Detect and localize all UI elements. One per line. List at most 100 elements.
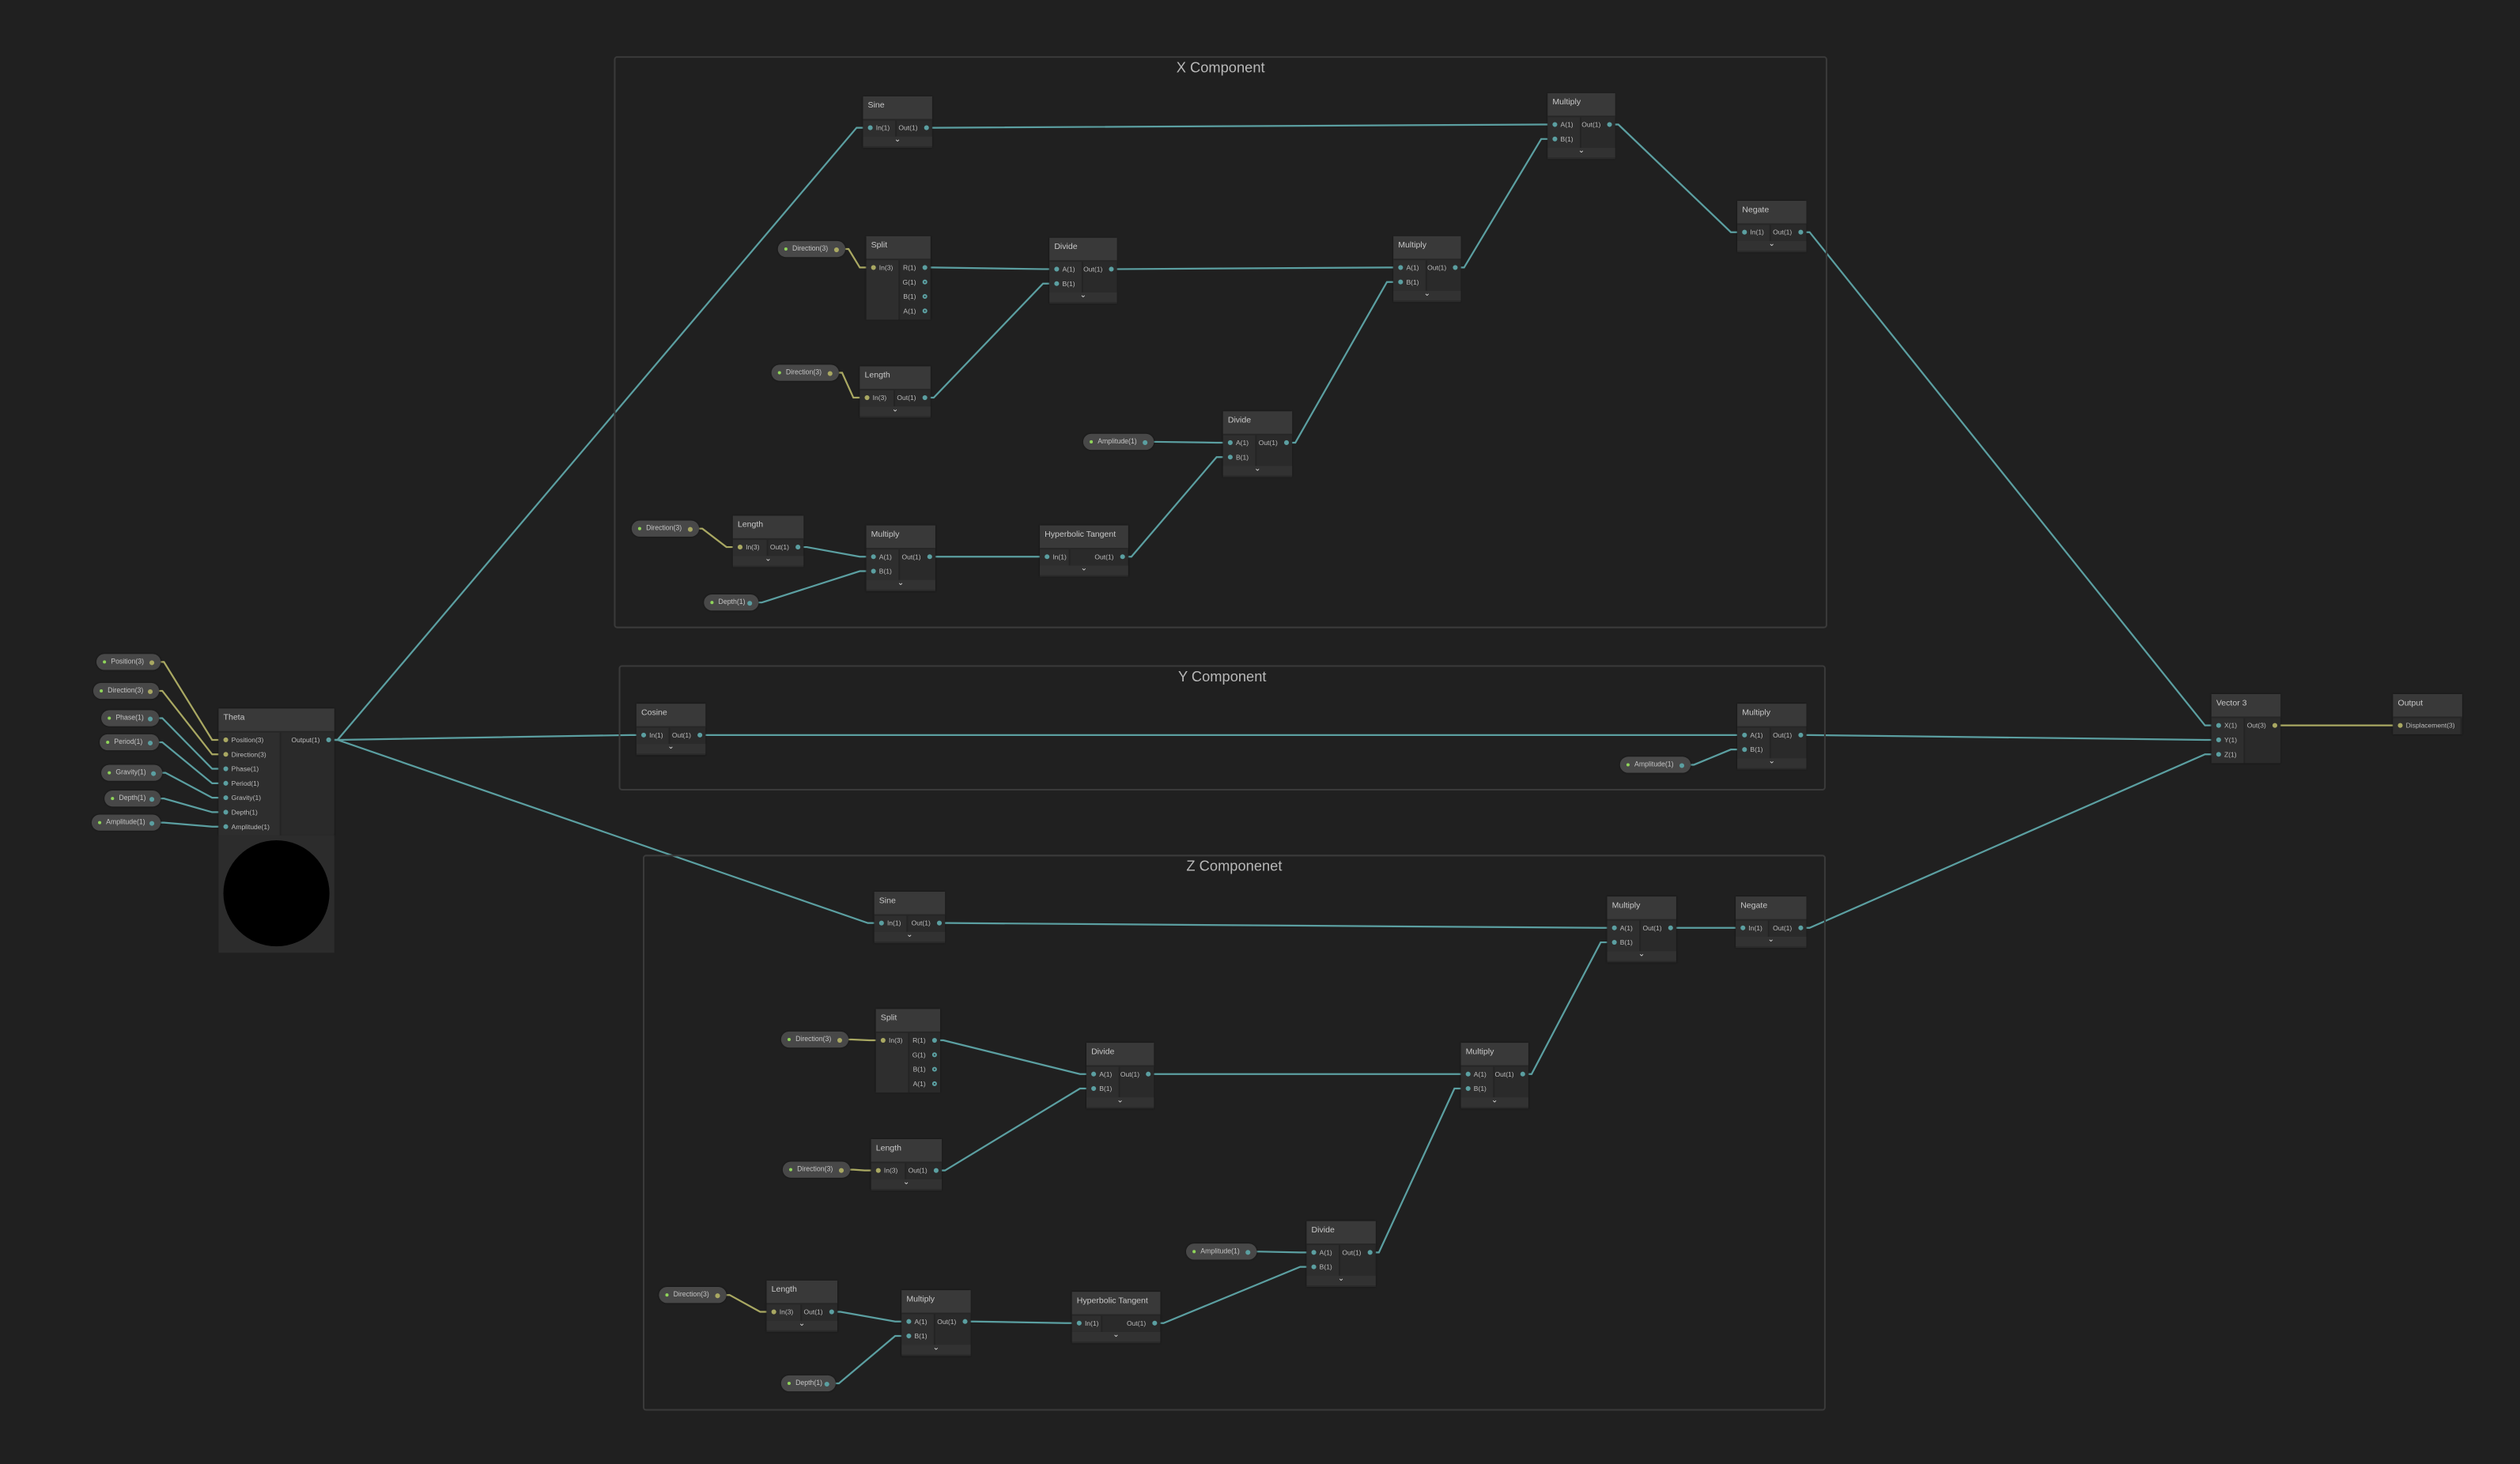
input-port-1[interactable] — [1397, 279, 1403, 285]
property-amplitude[interactable]: Amplitude(1) — [1082, 433, 1154, 451]
output-port-0[interactable] — [931, 1037, 936, 1043]
input-port-0[interactable] — [875, 1168, 880, 1173]
output-port-0[interactable] — [921, 394, 927, 401]
input-port-1[interactable] — [1741, 747, 1747, 753]
output-port[interactable] — [715, 1292, 720, 1298]
wire[interactable] — [1800, 231, 2218, 726]
output-port[interactable] — [147, 739, 153, 745]
input-port-0[interactable] — [1551, 122, 1557, 127]
property-direction[interactable]: Direction(3) — [659, 1287, 727, 1304]
input-port-0[interactable] — [1075, 1320, 1081, 1326]
output-port[interactable] — [1679, 762, 1685, 768]
collapse-chevron-icon[interactable]: ⌄ — [1737, 240, 1807, 251]
collapse-chevron-icon[interactable]: ⌄ — [1086, 1096, 1154, 1107]
input-port-0[interactable] — [1226, 440, 1232, 446]
input-port-0[interactable] — [736, 545, 742, 550]
wire[interactable] — [1800, 753, 2218, 929]
input-port-1[interactable] — [1053, 281, 1059, 286]
output-port-2[interactable] — [921, 293, 927, 300]
output-port-0[interactable] — [1606, 122, 1611, 127]
input-port-1[interactable] — [1464, 1085, 1470, 1092]
wire[interactable] — [153, 741, 225, 784]
wire[interactable] — [154, 798, 225, 813]
output-port-3[interactable] — [921, 308, 927, 314]
property-amplitude[interactable]: Amplitude(1) — [91, 814, 161, 831]
output-port[interactable] — [687, 526, 693, 531]
output-port-0[interactable] — [923, 125, 928, 130]
collapse-chevron-icon[interactable]: ⌄ — [1393, 290, 1461, 301]
collapse-chevron-icon[interactable]: ⌄ — [871, 1179, 943, 1190]
output-port-0[interactable] — [926, 554, 931, 560]
output-port-0[interactable] — [1519, 1071, 1524, 1077]
input-port-0[interactable] — [2397, 723, 2402, 728]
collapse-chevron-icon[interactable]: ⌄ — [1049, 292, 1117, 303]
output-port[interactable] — [149, 659, 155, 665]
input-port-0[interactable] — [1740, 925, 1745, 930]
collapse-chevron-icon[interactable]: ⌄ — [1306, 1275, 1376, 1285]
input-port-1[interactable] — [905, 1333, 911, 1339]
input-port-5[interactable] — [222, 809, 228, 815]
property-direction[interactable]: Direction(3) — [777, 240, 846, 258]
input-port-0[interactable] — [1611, 925, 1616, 930]
wire[interactable] — [156, 772, 225, 799]
output-port-1[interactable] — [921, 279, 927, 285]
input-port-0[interactable] — [1044, 554, 1049, 560]
output-port-0[interactable] — [1145, 1071, 1150, 1077]
input-port-0[interactable] — [863, 394, 869, 401]
input-port-0[interactable] — [870, 265, 875, 270]
input-port-1[interactable] — [2215, 737, 2220, 743]
output-port[interactable] — [1245, 1249, 1251, 1255]
output-port[interactable] — [827, 370, 833, 375]
input-port-4[interactable] — [222, 795, 228, 801]
collapse-chevron-icon[interactable]: ⌄ — [860, 406, 931, 417]
property-depth[interactable]: Depth(1) — [104, 790, 161, 807]
wire[interactable] — [154, 661, 225, 741]
output-port-0[interactable] — [1797, 229, 1803, 235]
input-port-0[interactable] — [867, 125, 872, 130]
output-port[interactable] — [838, 1167, 844, 1172]
collapse-chevron-icon[interactable]: ⌄ — [732, 555, 804, 566]
input-port-0[interactable] — [770, 1309, 776, 1315]
input-port-0[interactable] — [222, 737, 228, 743]
collapse-chevron-icon[interactable]: ⌄ — [1460, 1096, 1528, 1107]
output-port-0[interactable] — [1797, 925, 1803, 930]
input-port-1[interactable] — [1090, 1085, 1096, 1092]
output-port[interactable] — [1143, 439, 1148, 444]
collapse-chevron-icon[interactable]: ⌄ — [1222, 465, 1293, 476]
input-port-1[interactable] — [222, 752, 228, 757]
property-direction[interactable]: Direction(3) — [780, 1031, 849, 1048]
property-depth[interactable]: Depth(1) — [780, 1375, 836, 1392]
input-port-3[interactable] — [222, 780, 228, 786]
property-direction[interactable]: Direction(3) — [771, 364, 839, 381]
input-port-0[interactable] — [1741, 229, 1747, 235]
input-port-1[interactable] — [1310, 1264, 1316, 1270]
output-port[interactable] — [147, 688, 153, 694]
output-port-0[interactable] — [1366, 1250, 1372, 1255]
output-port-0[interactable] — [325, 737, 331, 743]
output-port-0[interactable] — [1797, 732, 1803, 738]
input-port-2[interactable] — [222, 766, 228, 772]
input-port-2[interactable] — [2215, 752, 2220, 757]
input-port-1[interactable] — [1551, 136, 1557, 141]
property-amplitude[interactable]: Amplitude(1) — [1619, 757, 1691, 773]
group-x-component[interactable]: X Component — [614, 56, 1827, 628]
output-port-0[interactable] — [1151, 1320, 1157, 1326]
input-port-6[interactable] — [222, 824, 228, 829]
output-port-0[interactable] — [1452, 265, 1457, 270]
input-port-0[interactable] — [1464, 1071, 1470, 1077]
output-port-2[interactable] — [931, 1066, 936, 1072]
collapse-chevron-icon[interactable]: ⌄ — [1607, 950, 1676, 961]
